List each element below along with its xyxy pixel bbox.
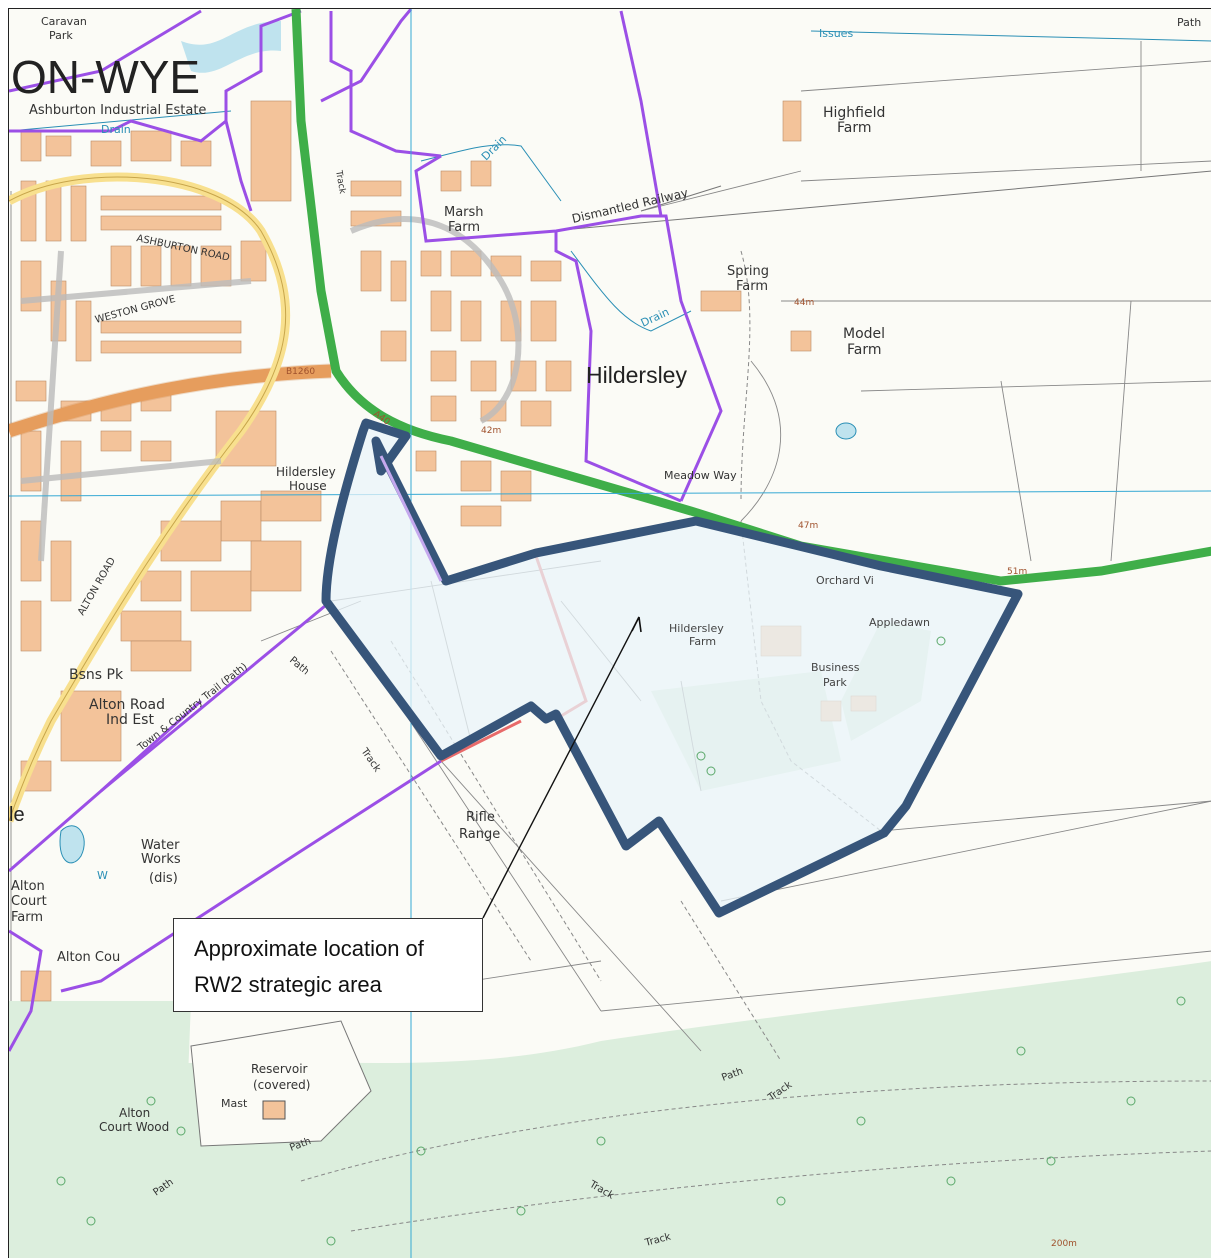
label-reservoir-1: Reservoir [251,1062,308,1076]
pond [835,422,857,440]
label-alton-court-2: Court [11,894,47,909]
label-h200: 200m [1051,1239,1077,1249]
label-orchard: Orchard Vi [816,574,874,587]
road-b1260 [9,364,332,438]
label-alton-wood-2: Court Wood [99,1120,169,1134]
label-hildersley-farm-2: Farm [689,635,716,648]
drains [9,30,1211,332]
label-path-top: Path [1177,16,1201,29]
woodland-area-west [9,1001,191,1258]
lilac-path [379,455,443,582]
label-highfield-1: Highfield [823,105,885,121]
road-alton-edge [9,176,287,822]
callout-line-1: Approximate location of [194,936,424,961]
label-issues: Issues [819,27,853,40]
label-w: W [97,869,108,882]
label-le: le [9,804,25,826]
label-marsh-farm-1: Marsh [444,205,484,220]
town-name: ON-WYE [11,51,200,103]
reservoir-clearing [190,1020,372,1147]
railway-2 [640,185,722,212]
label-reservoir-2: (covered) [253,1078,310,1092]
label-water-works-2: Works [141,852,181,867]
label-meadow-way: Meadow Way [664,469,737,482]
label-alton-cou: Alton Cou [57,950,120,965]
label-alton-court-3: Farm [11,910,43,925]
label-alton-wood-1: Alton [119,1106,150,1120]
label-alton-court-1: Alton [11,879,45,894]
label-spring-farm-2: Farm [736,279,768,294]
label-drain-1: Drain [101,123,131,136]
minor-roads [20,216,522,562]
label-bsns-pk: Bsns Pk [69,667,124,683]
label-spring-farm-1: Spring [727,264,769,279]
callout-line-2: RW2 strategic area [194,972,382,997]
label-alton-road-2: Ind Est [106,712,154,728]
label-h44: 44m [794,298,814,308]
label-h47: 47m [798,521,818,531]
callout-arrow-head [631,616,642,633]
label-hildersley-house-1: Hildersley [276,465,336,479]
label-rifle-range-2: Range [459,827,500,842]
label-model-farm-2: Farm [847,342,882,358]
label-business-park-2: Park [823,676,847,689]
label-track-5: Track [333,169,347,196]
label-marsh-farm-2: Farm [448,220,480,235]
parish-boundaries [9,9,723,1052]
woodland-area [9,961,1211,1258]
rw2-strategic-area [321,418,1023,918]
label-hildersley: Hildersley [586,362,687,388]
label-caravan-park-1: Caravan [41,15,87,28]
map-canvas: ON-WYE Caravan Park Ashburton Industrial… [9,9,1211,1258]
label-business-park-1: Business [811,661,860,674]
label-water-works-1: Water [141,838,180,853]
label-h51: 51m [1007,567,1027,577]
river [181,21,281,73]
label-ashburton: Ashburton Industrial Estate [29,103,206,118]
label-appledawn: Appledawn [869,616,930,629]
label-alton-road-1: Alton Road [89,697,165,713]
label-mast: Mast [221,1097,248,1110]
map-frame: ON-WYE Caravan Park Ashburton Industrial… [8,8,1211,1258]
tree-symbols [56,636,1186,1246]
label-water-works-3: (dis) [149,871,178,886]
road-a40 [291,9,1211,586]
callout-box: Approximate location of RW2 strategic ar… [173,918,483,1012]
label-caravan-park-2: Park [49,29,73,42]
label-h42: 42m [481,426,501,436]
label-highfield-2: Farm [837,120,872,136]
dismantled-railway [550,170,1211,232]
label-hildersley-farm-1: Hildersley [669,622,724,635]
label-hildersley-house-2: House [289,479,327,493]
label-model-farm-1: Model [843,326,885,342]
lake-waterworks [59,825,85,864]
callout-arrow-line [482,616,640,919]
mast-marker [262,1100,286,1120]
label-rifle-range-1: Rifle [466,810,495,825]
label-b1260: B1260 [286,367,315,377]
village-buildings [350,100,877,722]
road-b1260-edge [9,363,332,439]
